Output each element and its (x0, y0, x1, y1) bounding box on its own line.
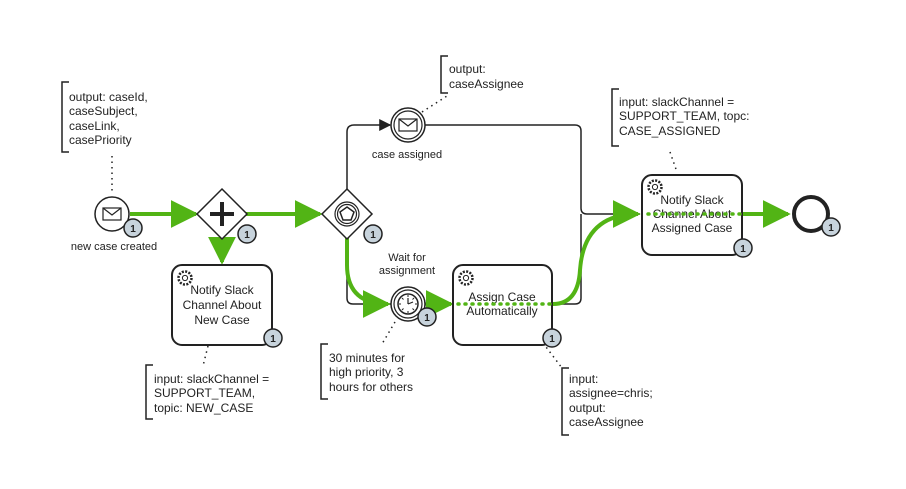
svg-text:SUPPORT_TEAM, topc:: SUPPORT_TEAM, topc: (619, 109, 749, 123)
case-assigned-label: case assigned (372, 149, 442, 161)
badge-end: 1 (821, 217, 841, 237)
svg-text:1: 1 (370, 230, 376, 241)
badge-start: 1 (123, 218, 143, 238)
active-path-dots-overlay (456, 212, 742, 306)
svg-text:1: 1 (270, 334, 276, 345)
gear-icon (647, 179, 663, 195)
svg-text:1: 1 (828, 223, 834, 234)
flow-assign-to-merge-black[interactable] (553, 214, 582, 305)
count-badges: 1 1 1 1 1 1 1 1 (123, 217, 841, 348)
start-event-new-case-created[interactable]: new case created (71, 196, 157, 253)
end-event[interactable] (792, 195, 830, 233)
svg-text:CASE_ASSIGNED: CASE_ASSIGNED (619, 124, 721, 138)
task-notify-new-line3: New Case (194, 313, 250, 327)
svg-text:1: 1 (244, 230, 250, 241)
badge-timer: 1 (417, 307, 437, 327)
svg-text:assignee=chris;: assignee=chris; (569, 386, 653, 400)
svg-text:caseAssignee: caseAssignee (449, 77, 524, 91)
task-assign-line2: Automatically (466, 304, 537, 318)
envelope-icon (102, 207, 122, 221)
annotation-connectors (111, 95, 678, 369)
svg-text:1: 1 (740, 244, 746, 255)
task-notify-new-line2: Channel About (183, 298, 262, 312)
badge-assign: 1 (542, 328, 562, 348)
svg-text:SUPPORT_TEAM,: SUPPORT_TEAM, (154, 386, 255, 400)
svg-text:30 minutes for: 30 minutes for (329, 351, 405, 365)
svg-text:1: 1 (424, 313, 430, 324)
svg-text:output:: output: (449, 62, 486, 76)
svg-text:hours for others: hours for others (329, 380, 413, 394)
annotation-start-output: output: caseId, caseSubject, caseLink, c… (61, 81, 148, 153)
timer-label-line1: Wait for (388, 252, 426, 264)
svg-text:input: slackChannel =: input: slackChannel = (154, 372, 269, 386)
svg-text:high priority, 3: high priority, 3 (329, 365, 404, 379)
svg-text:output: caseId,: output: caseId, (69, 90, 148, 104)
annotation-case-assigned-output: output: caseAssignee (440, 55, 524, 94)
clock-icon (397, 293, 419, 315)
svg-text:output:: output: (569, 401, 606, 415)
task-notify-assigned-line1: Notify Slack (660, 193, 724, 207)
badge-parallel-gateway: 1 (237, 224, 257, 244)
case-assigned-event[interactable]: case assigned (372, 107, 442, 161)
annotation-timer-note: 30 minutes for high priority, 3 hours fo… (320, 343, 413, 400)
timer-event-wait-for-assignment[interactable]: Wait for assignment (379, 252, 435, 322)
svg-text:caseAssignee: caseAssignee (569, 415, 644, 429)
svg-text:input: slackChannel =: input: slackChannel = (619, 95, 734, 109)
pentagon-icon (339, 206, 355, 221)
event-based-gateway[interactable] (320, 187, 374, 241)
plus-icon (210, 202, 234, 226)
svg-text:1: 1 (130, 224, 136, 235)
annotation-notify-new-input: input: slackChannel = SUPPORT_TEAM, topi… (145, 364, 269, 420)
task-notify-new-case[interactable]: Notify Slack Channel About New Case (171, 264, 273, 346)
svg-text:casePriority: casePriority (69, 133, 132, 147)
gear-icon (177, 270, 193, 286)
start-event-label: new case created (71, 241, 157, 253)
annotation-notify-assigned-input: input: slackChannel = SUPPORT_TEAM, topc… (611, 88, 749, 147)
svg-text:caseSubject,: caseSubject, (69, 104, 138, 118)
flow-gateway-to-case-assigned[interactable] (346, 119, 392, 190)
inactive-flows (346, 119, 640, 305)
svg-text:input:: input: (569, 372, 598, 386)
flow-case-assigned-to-merge[interactable] (425, 124, 640, 215)
badge-event-gateway: 1 (363, 224, 383, 244)
svg-text:caseLink,: caseLink, (69, 119, 120, 133)
flow-gateway-to-timer-black[interactable] (346, 236, 392, 305)
svg-text:topic: NEW_CASE: topic: NEW_CASE (154, 401, 253, 415)
svg-text:1: 1 (549, 334, 555, 345)
active-flows (130, 200, 791, 318)
task-notify-assigned-line3: Assigned Case (652, 221, 733, 235)
badge-notify-assigned: 1 (733, 238, 753, 258)
task-assign-line1: Assign Case (468, 290, 536, 304)
task-assign-case[interactable]: Assign Case Automatically (452, 264, 553, 346)
flow-assign-to-notify-assigned[interactable] (552, 200, 641, 306)
timer-label-line2: assignment (379, 265, 435, 277)
annotation-assign-io: input: assignee=chris; output: caseAssig… (561, 367, 653, 436)
parallel-gateway[interactable] (195, 187, 249, 241)
badge-notify-new: 1 (263, 328, 283, 348)
flow-event-gateway-to-timer[interactable] (345, 236, 391, 318)
envelope-icon (398, 118, 418, 132)
gear-icon (458, 270, 474, 286)
task-notify-new-line1: Notify Slack (190, 283, 254, 297)
